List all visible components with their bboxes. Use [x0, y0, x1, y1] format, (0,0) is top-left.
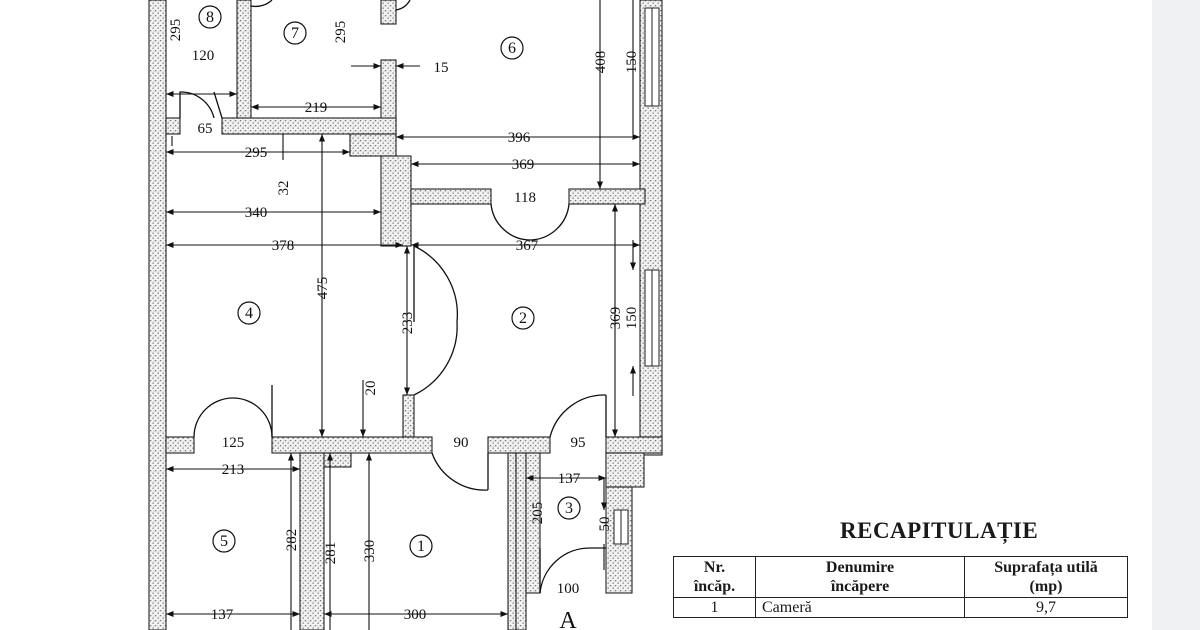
- dimension-labels: 295 120 65 295 15 219 408 150 396 295 36…: [168, 19, 640, 623]
- windows: [613, 7, 660, 545]
- dim-65: 65: [198, 121, 213, 137]
- dim-295-top: 295: [168, 19, 184, 42]
- table-row: 1 Cameră 9,7: [673, 597, 1128, 618]
- dim-120: 120: [192, 48, 215, 64]
- dim-369-horizontal: 369: [512, 157, 535, 173]
- room-number-4: 4: [245, 305, 253, 322]
- recap-header-row: Nr. încăp. Denumire încăpere Suprafața u…: [673, 556, 1128, 598]
- dim-300: 300: [404, 607, 427, 623]
- room-number-6: 6: [508, 40, 516, 57]
- dim-340: 340: [245, 205, 268, 221]
- dim-330: 330: [362, 540, 378, 563]
- dim-205: 205: [530, 502, 546, 525]
- dim-118: 118: [514, 190, 536, 206]
- room-number-2: 2: [519, 310, 527, 327]
- floor-plan-drawing: 295 120 65 295 15 219 408 150 396 295 36…: [148, 0, 663, 630]
- row-area: 9,7: [964, 597, 1128, 618]
- room-numbers: [198, 5, 581, 558]
- dim-15: 15: [434, 60, 449, 76]
- room-number-5: 5: [220, 533, 228, 550]
- room-number-8: 8: [206, 9, 214, 26]
- dim-219: 219: [305, 100, 328, 116]
- dim-20: 20: [363, 381, 379, 396]
- header-nr: Nr. încăp.: [673, 556, 756, 598]
- row-name: Cameră: [755, 597, 965, 618]
- dimension-lines: [166, 0, 640, 630]
- dim-150-mid: 150: [624, 307, 640, 330]
- dim-281: 281: [323, 542, 339, 565]
- dim-396: 396: [508, 130, 531, 146]
- dim-369-vertical: 369: [608, 307, 624, 330]
- dim-282: 282: [284, 529, 300, 552]
- dim-408: 408: [593, 51, 609, 74]
- dim-150-top: 150: [624, 51, 640, 74]
- header-suprafata: Suprafața utilă (mp): [964, 556, 1128, 598]
- dim-295-mid: 295: [245, 145, 268, 161]
- walls: [148, 0, 663, 630]
- header-denumire: Denumire încăpere: [755, 556, 965, 598]
- recap-title: RECAPITULAȚIE: [840, 518, 1039, 543]
- room-number-3: 3: [565, 500, 573, 517]
- dim-95: 95: [571, 435, 586, 451]
- room-number-7: 7: [291, 25, 299, 42]
- doors: [179, 0, 607, 594]
- viewer-edge-strip: [1152, 0, 1200, 630]
- section-marker: A: [559, 608, 577, 630]
- dim-32: 32: [276, 181, 292, 196]
- row-nr: 1: [673, 597, 756, 618]
- dim-475: 475: [315, 277, 331, 300]
- recap-table: Nr. încăp. Denumire încăpere Suprafața u…: [673, 556, 1128, 618]
- dim-233: 233: [400, 312, 416, 335]
- dim-100: 100: [557, 581, 580, 597]
- dim-50: 50: [597, 517, 613, 532]
- dim-378: 378: [272, 238, 295, 254]
- dim-125: 125: [222, 435, 245, 451]
- dim-295-room7: 295: [333, 21, 349, 44]
- dim-213: 213: [222, 462, 245, 478]
- dim-137-bottom: 137: [211, 607, 234, 623]
- room-number-1: 1: [417, 538, 425, 555]
- dim-137-room3: 137: [558, 471, 581, 487]
- dim-90: 90: [454, 435, 469, 451]
- dim-367: 367: [516, 238, 539, 254]
